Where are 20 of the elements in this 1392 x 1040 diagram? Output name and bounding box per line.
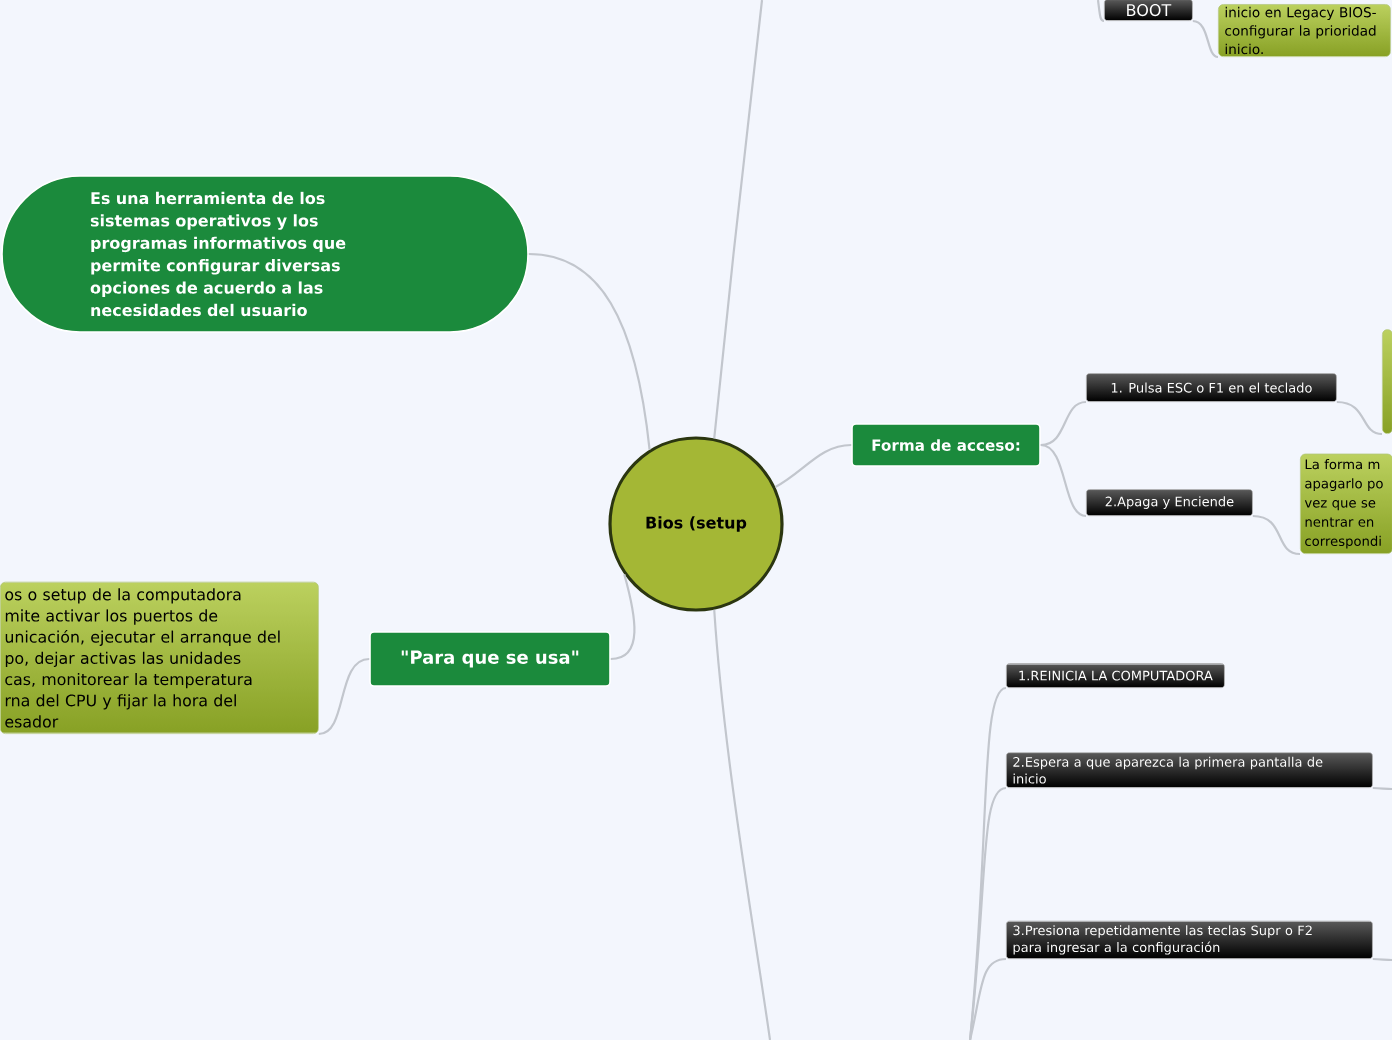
topic-pill: Es una herramienta de los sistemas operativos y los programas informativos que permite configurar diversas opciones de acuerdo a las necesidades del usuario: [1, 175, 529, 333]
connector-line: [1040, 443, 1087, 518]
connector-line: [1040, 400, 1087, 447]
connector-line: [318, 657, 370, 736]
note-box: [1382, 329, 1392, 434]
connector-line: [610, 573, 636, 661]
connector-line: [1192, 19, 1219, 59]
connector-line: [968, 957, 1007, 1040]
connector-line: [713, 609, 772, 1040]
connector-line: [968, 786, 1007, 1040]
connector-line: [528, 252, 651, 450]
connector-line: [1372, 957, 1392, 962]
connector-line: [774, 443, 852, 488]
connector-line: [713, 0, 764, 439]
connector-line: [1372, 786, 1392, 791]
connector-line: [1252, 514, 1301, 556]
topic-box: "Para que se usa": [369, 631, 611, 687]
subtopic-box: BOOT: [1104, 0, 1193, 21]
connector-line: [1096, 0, 1105, 22]
connector-line: [1336, 400, 1383, 436]
